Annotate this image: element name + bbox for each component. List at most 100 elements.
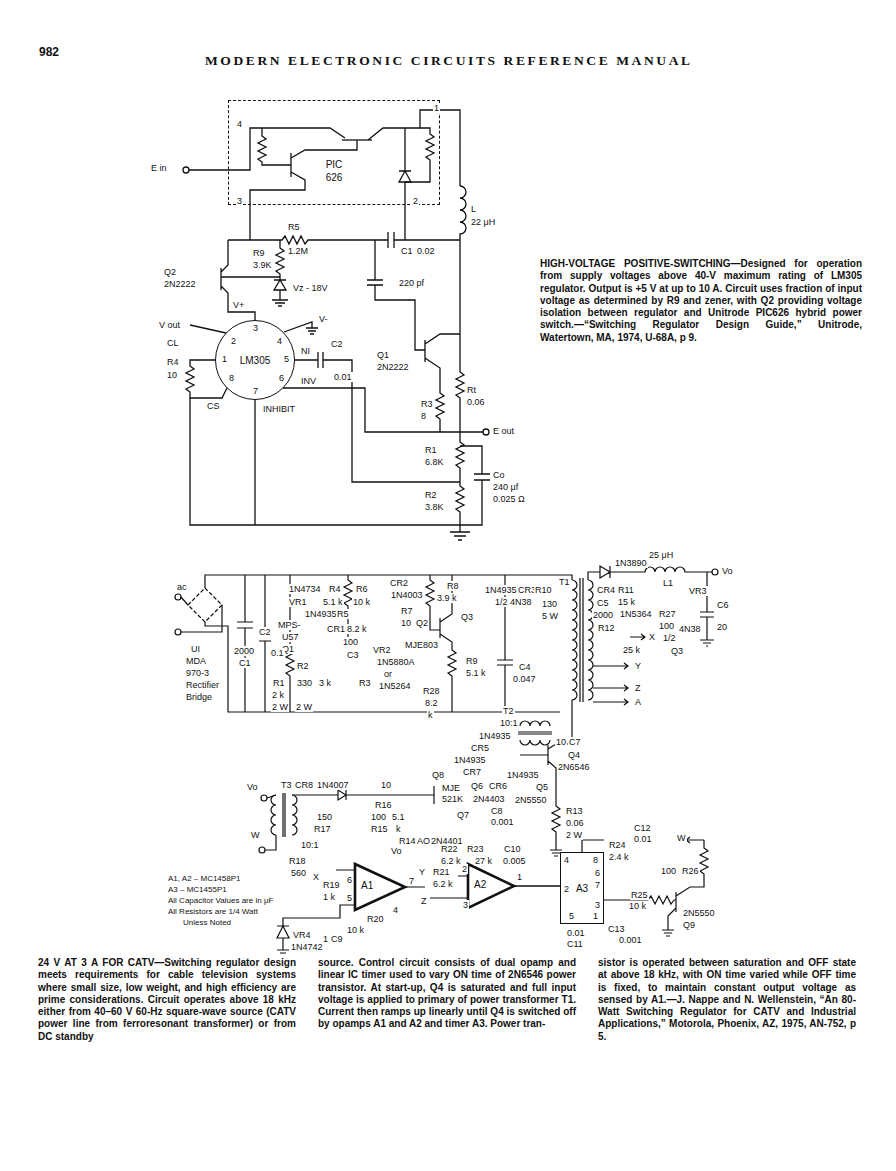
- component-label: R9: [465, 656, 479, 666]
- component-label: 100: [660, 866, 677, 876]
- component-label: Q6: [470, 781, 484, 791]
- component-label: k: [395, 824, 402, 834]
- component-label: 6: [278, 373, 285, 383]
- component-label: 1: [433, 103, 440, 113]
- component-label: 10 k: [352, 597, 371, 607]
- caption-text: sistor is operated between saturation an…: [598, 957, 856, 1043]
- component-label: Q1: [376, 350, 390, 360]
- node-label: PIC 626: [319, 159, 349, 184]
- component-label: 1.2M: [287, 246, 309, 256]
- top-schematic-stroke: [250, 172, 305, 205]
- component-label: 100: [370, 812, 387, 822]
- component-label: ac: [176, 582, 188, 592]
- node-label: A2: [474, 879, 486, 890]
- component-label: R25: [630, 890, 649, 900]
- component-label: Q7: [456, 810, 470, 820]
- component-label: 5: [568, 911, 575, 921]
- component-label: CR6: [488, 781, 508, 791]
- component-label: 130: [541, 599, 558, 609]
- component-label: 8.2 k: [346, 624, 368, 634]
- bottom-schematic-stroke: [277, 926, 289, 953]
- bottom-schematic-stroke: [686, 837, 704, 843]
- component-label: VR1: [288, 597, 308, 607]
- component-label: AO: [416, 836, 431, 846]
- component-label: CR2: [389, 578, 409, 588]
- component-label: R2: [296, 661, 310, 671]
- component-label: 2 k: [271, 690, 285, 700]
- wire-connector: [514, 886, 560, 887]
- component-label: 20: [716, 622, 728, 632]
- caption-text: HIGH-VOLTAGE POSITIVE-SWITCHING—Designed…: [540, 258, 862, 344]
- component-label: 5: [283, 354, 290, 364]
- component-label: T2: [502, 706, 515, 716]
- component-label: 2: [461, 864, 468, 874]
- component-label: 5 W: [541, 611, 559, 621]
- component-label: 8: [592, 855, 599, 865]
- component-label: 330: [296, 678, 313, 688]
- component-label: 10:1: [300, 840, 320, 850]
- component-label: 5.1 k: [322, 597, 344, 607]
- component-label: T3: [280, 780, 293, 790]
- component-label: 1: [221, 354, 228, 364]
- component-label: 1N4935: [453, 755, 487, 765]
- component-label: 3.9 k: [436, 593, 458, 603]
- component-label: 2 W: [565, 830, 583, 840]
- component-label: 10 k: [628, 901, 647, 911]
- hybrid-module-box: PIC 626: [228, 100, 440, 205]
- component-label: R24: [608, 840, 627, 850]
- component-label: R14: [398, 836, 417, 846]
- component-label: Vo: [246, 782, 259, 792]
- component-label: C6: [716, 600, 730, 610]
- component-label: 4N38: [678, 624, 702, 634]
- component-label: R3: [358, 678, 372, 688]
- component-label: 4: [392, 905, 399, 915]
- component-label: R20: [366, 914, 385, 924]
- component-label: R6: [355, 584, 369, 594]
- component-label: 3: [252, 323, 259, 333]
- component-label: INHIBIT: [262, 404, 296, 414]
- page-number: 982: [38, 46, 60, 60]
- component-label: 2N4403: [472, 794, 506, 804]
- component-label: 0.01: [566, 928, 586, 938]
- component-label: R16: [374, 800, 393, 810]
- component-label: 4: [276, 336, 283, 346]
- component-label: 1: [516, 872, 523, 882]
- component-label: 8: [420, 411, 427, 421]
- component-label: VR4: [292, 930, 312, 940]
- top-schematic-stroke: [399, 128, 411, 205]
- component-label: 2N2222: [376, 362, 410, 372]
- component-label: 10: [166, 370, 178, 380]
- top-schematic-stroke: [258, 128, 291, 165]
- component-label: VR3: [688, 586, 708, 596]
- component-label: CL: [166, 338, 180, 348]
- component-label: MPS-: [277, 620, 302, 630]
- bottom-schematic-stroke: [205, 622, 560, 712]
- top-schematic-stroke: [460, 186, 466, 240]
- component-label: R28: [422, 686, 441, 696]
- bottom-schematic-stroke: [283, 870, 355, 926]
- bottom-schematic-stroke: [237, 575, 253, 712]
- component-label: 2: [563, 884, 570, 894]
- bottom-schematic-stroke: [582, 840, 604, 852]
- component-label: C8: [490, 806, 504, 816]
- component-label: R11: [617, 585, 635, 595]
- bottom-schematic-stroke: [259, 847, 265, 853]
- component-label: 2N5550: [514, 795, 548, 805]
- component-label: R17: [313, 824, 332, 834]
- component-label: 1N5264: [378, 681, 412, 691]
- component-label: R27: [658, 609, 677, 619]
- component-label: C5: [596, 598, 610, 608]
- component-label: 2N6546: [557, 762, 591, 772]
- component-label: Q2: [415, 618, 429, 628]
- component-label: Q8: [431, 770, 445, 780]
- component-label: INV: [300, 376, 317, 386]
- component-label: CR7: [462, 767, 482, 777]
- component-label: Q3: [460, 612, 474, 622]
- triangle-outline: [468, 864, 514, 908]
- running-head: MODERN ELECTRONIC CIRCUITS REFERENCE MAN…: [205, 53, 693, 69]
- component-label: 6: [346, 875, 353, 885]
- component-label: 10: [380, 780, 392, 790]
- top-schematic-stroke: [456, 240, 464, 525]
- component-label: Y: [634, 661, 642, 671]
- component-label: C10: [503, 844, 522, 854]
